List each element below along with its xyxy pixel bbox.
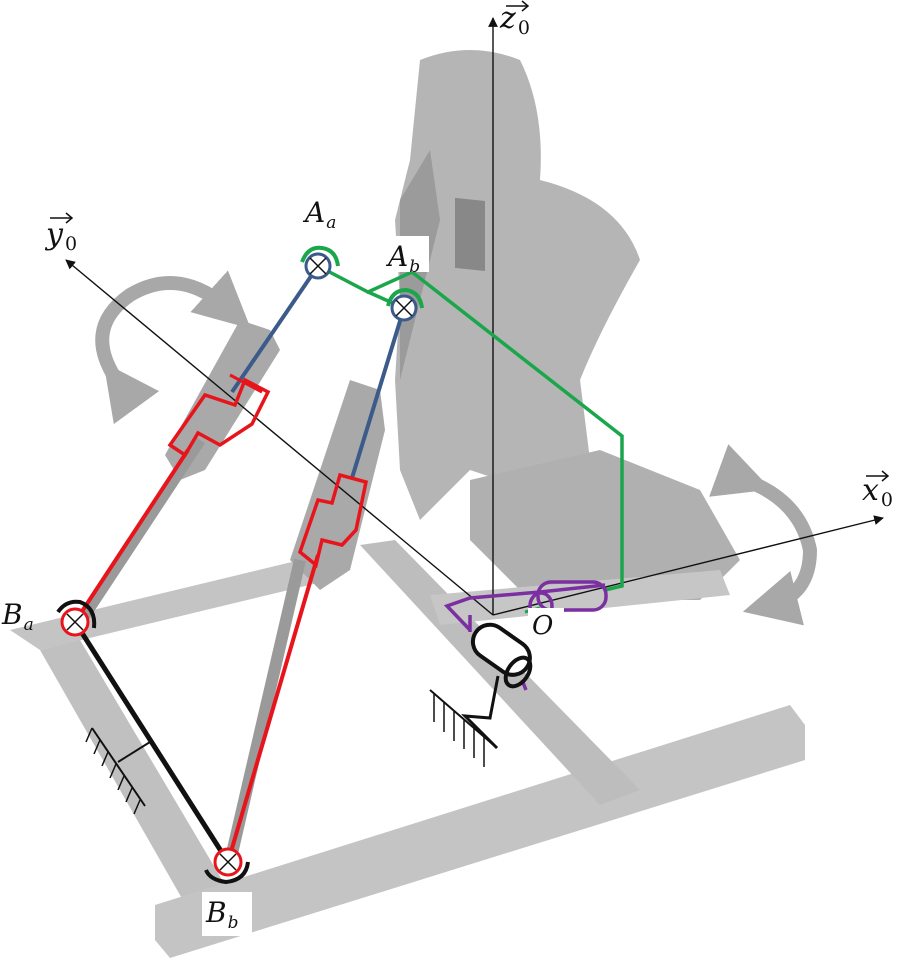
y0-axis	[65, 259, 494, 616]
axis-x-name: x	[862, 473, 879, 508]
axis-z-sub: 0	[518, 17, 530, 39]
point-label-Aa: Aa	[302, 196, 336, 233]
label-O-name: O	[532, 611, 553, 641]
label-Ba-sub: a	[24, 615, 34, 635]
piston-rod-left-photo	[74, 436, 206, 626]
frame-beam-rear	[430, 570, 730, 625]
point-label-O: O	[528, 608, 564, 641]
point-label-Ba: Ba	[1, 598, 34, 635]
label-Bb-sub: b	[228, 913, 239, 933]
point-label-Bb: Bb	[202, 892, 252, 936]
background-photo	[10, 50, 805, 958]
label-Bb-name: B	[205, 896, 227, 929]
joint-Bb	[204, 847, 250, 885]
label-Ba-name: B	[1, 598, 23, 631]
leg-a-rod	[230, 264, 320, 394]
axis-z-name: z	[499, 1, 516, 36]
leg-a-cylinder	[73, 448, 190, 624]
axis-y-name: y	[44, 217, 64, 252]
svg-text:z0: z0	[499, 1, 530, 39]
frame-beam-bottom	[155, 705, 805, 958]
rotation-arrow-x	[709, 444, 818, 626]
label-Aa-name: A	[302, 196, 325, 229]
frame-beam-center	[360, 540, 640, 805]
frame-beam-diagonal	[40, 640, 240, 930]
seat-back	[395, 50, 640, 520]
ground-link-left	[72, 620, 231, 864]
coordinate-axes	[65, 17, 884, 616]
label-Ab-sub: b	[409, 257, 420, 277]
upper-link-frame	[317, 264, 624, 592]
svg-text:x0: x0	[862, 473, 893, 511]
frame-beam-left	[10, 560, 330, 650]
label-Ab-name: A	[385, 240, 408, 273]
leg-b	[226, 307, 406, 863]
joint-Ba	[56, 599, 97, 637]
leg-b-cylinder	[226, 554, 320, 863]
svg-text:Bb: Bb	[205, 896, 238, 933]
rotation-arrows	[95, 270, 818, 626]
svg-text:y0: y0	[44, 217, 77, 255]
svg-text:Ab: Ab	[385, 240, 420, 277]
seat-cushion	[470, 450, 740, 600]
joint-Aa	[300, 245, 340, 280]
joint-Ab	[386, 287, 424, 322]
rotation-arrow-y	[95, 270, 251, 425]
x0-axis	[492, 515, 884, 616]
leg-a	[73, 264, 320, 624]
seat-belt-slot	[455, 197, 485, 271]
label-Aa-sub: a	[326, 213, 336, 233]
point-label-Ab: Ab	[385, 236, 429, 277]
svg-text:Aa: Aa	[302, 196, 336, 233]
leg-a-prismatic-body	[167, 377, 271, 458]
axis-y-sub: 0	[65, 233, 77, 255]
axis-x-sub: 0	[881, 489, 893, 511]
leg-b-rod	[350, 307, 406, 479]
base-revolute	[429, 622, 533, 767]
svg-text:Ba: Ba	[1, 598, 34, 635]
leg-b-prismatic-body	[297, 472, 369, 569]
